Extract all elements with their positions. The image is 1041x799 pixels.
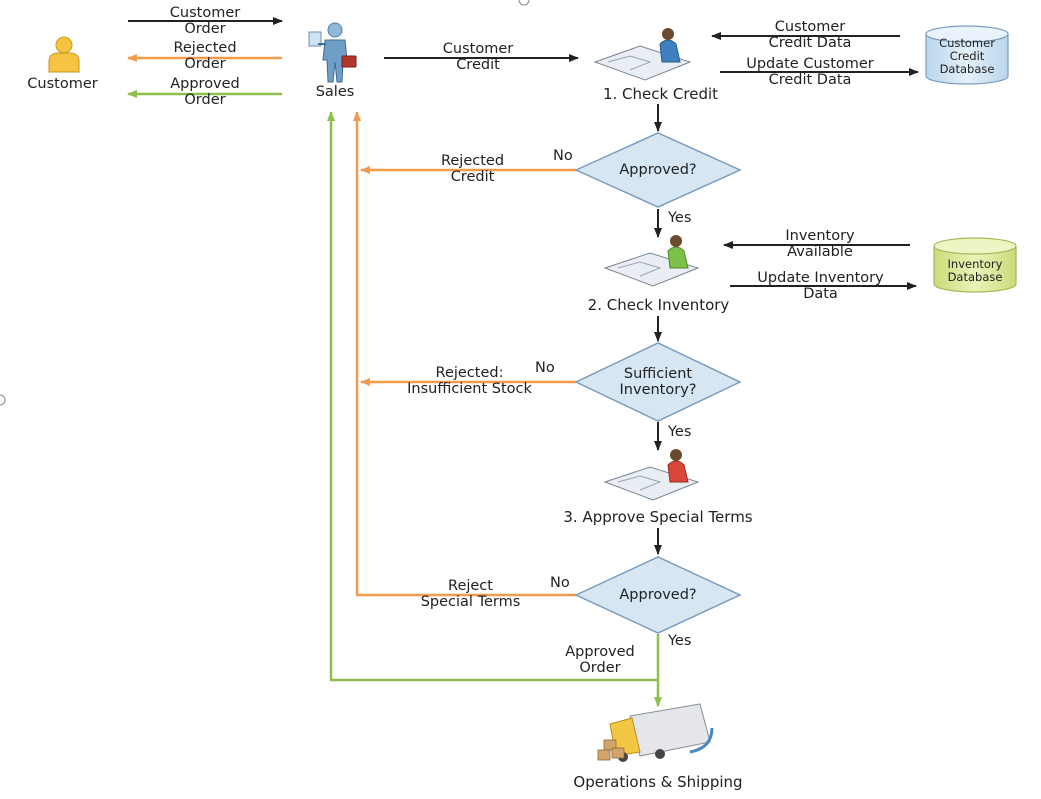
operations-shipping-label: Operations & Shipping xyxy=(573,773,743,791)
decision1-label: Approved? xyxy=(619,162,697,178)
decision1-no-label: No xyxy=(553,148,573,164)
decision2-diamond xyxy=(574,342,742,422)
check-inventory-worker-icon xyxy=(603,235,700,287)
rejected-stock-label: Rejected:Insufficient Stock xyxy=(407,365,532,397)
step2-label: 2. Check Inventory xyxy=(587,296,730,314)
decision2-no-label: No xyxy=(535,360,555,376)
inventory-database-icon xyxy=(933,237,1017,293)
customer-person-icon xyxy=(48,36,80,73)
sales-person-icon xyxy=(308,22,357,83)
approve-terms-worker-icon xyxy=(603,449,700,501)
step1-label: 1. Check Credit xyxy=(602,85,719,103)
page-edge-marker-icon xyxy=(518,0,530,6)
decision3-diamond xyxy=(574,556,742,634)
decision3-no-label: No xyxy=(550,575,570,591)
customer-credit-database-icon xyxy=(925,25,1009,85)
decision1-diamond xyxy=(574,132,742,208)
customer-label: Customer xyxy=(27,76,98,92)
decision3-yes-label: Yes xyxy=(668,633,692,649)
page-edge-marker-icon xyxy=(0,394,6,406)
decision2-yes-label: Yes xyxy=(668,424,692,440)
delivery-truck-icon xyxy=(597,703,714,762)
decision1-yes-label: Yes xyxy=(668,210,692,226)
sales-label: Sales xyxy=(315,84,355,100)
reject-return-line xyxy=(353,111,576,597)
step3-label: 3. Approve Special Terms xyxy=(563,508,753,526)
decision3-label: Approved? xyxy=(619,587,697,603)
approved-return-line xyxy=(327,111,658,682)
check-credit-worker-icon xyxy=(593,28,692,81)
